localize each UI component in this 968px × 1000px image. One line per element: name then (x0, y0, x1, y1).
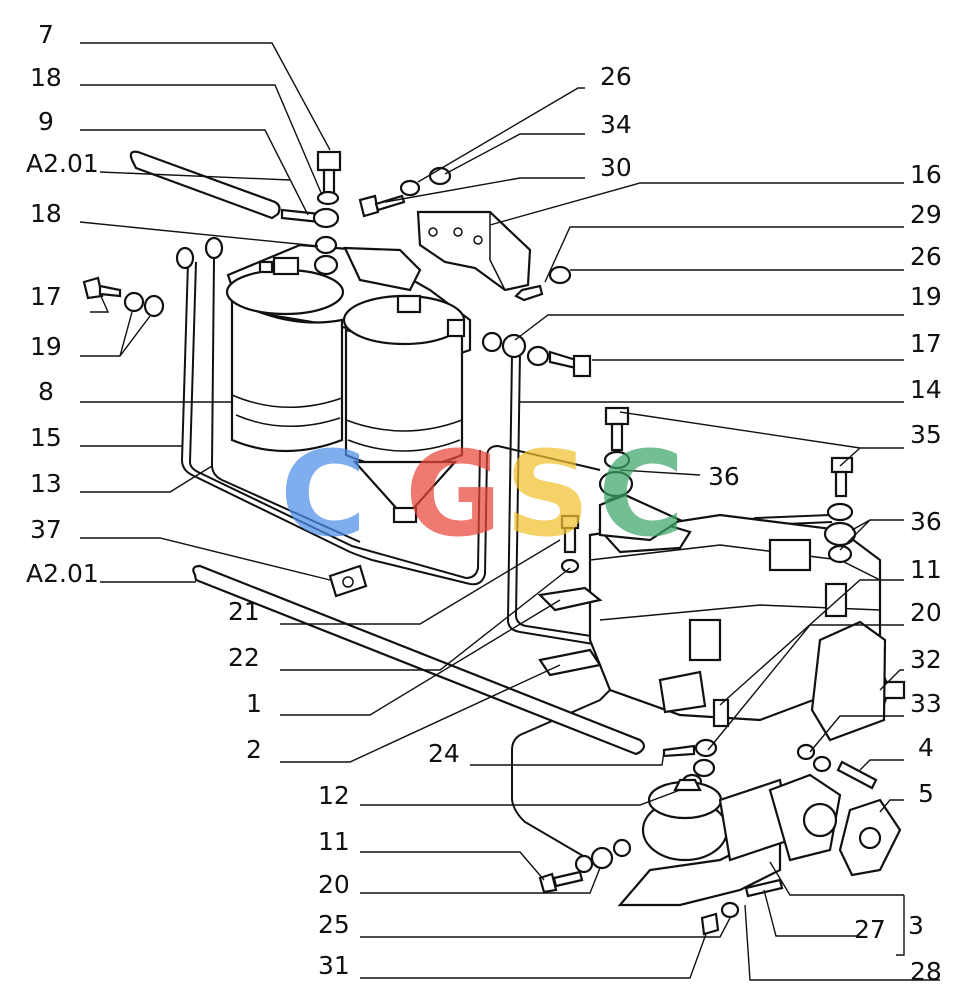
label-2: 2 (246, 735, 262, 764)
label-25: 25 (318, 910, 350, 939)
label-31: 31 (318, 951, 350, 980)
label-5: 5 (918, 779, 934, 808)
label-18-lower: 18 (30, 199, 62, 228)
label-1: 1 (246, 689, 262, 718)
label-24: 24 (428, 739, 460, 768)
label-36-center: 36 (708, 462, 740, 491)
label-16: 16 (910, 160, 942, 189)
label-26-right: 26 (910, 242, 942, 271)
label-9: 9 (38, 107, 54, 136)
label-28: 28 (910, 957, 942, 986)
label-20-left: 20 (318, 870, 350, 899)
label-37: 37 (30, 515, 62, 544)
return-hose-lower (192, 564, 646, 756)
pump-fittings (537, 406, 878, 791)
label-32: 32 (910, 645, 942, 674)
label-4: 4 (918, 733, 934, 762)
label-27: 27 (854, 915, 886, 944)
mounting-bracket (416, 210, 532, 292)
label-20-right: 20 (910, 598, 942, 627)
label-18-upper: 18 (30, 63, 62, 92)
label-12: 12 (318, 781, 350, 810)
label-22: 22 (228, 643, 260, 672)
label-8: 8 (38, 377, 54, 406)
label-29: 29 (910, 200, 942, 229)
label-34: 34 (600, 110, 632, 139)
label-3: 3 (908, 911, 924, 940)
label-14: 14 (910, 375, 942, 404)
feed-pump (538, 773, 902, 936)
part-labels: 7 18 9 A2.01 18 17 19 8 15 13 37 A2.01 2… (26, 20, 942, 986)
watermark: C G S C (280, 425, 685, 563)
watermark-letter-c1: C (280, 425, 367, 563)
label-a201-lower: A2.01 (26, 559, 99, 588)
label-17-right: 17 (910, 329, 942, 358)
label-19-right: 19 (910, 282, 942, 311)
return-hose-top (129, 150, 281, 220)
label-15: 15 (30, 423, 62, 452)
label-13: 13 (30, 469, 62, 498)
watermark-letter-g: G (405, 425, 502, 563)
leader-lines (79, 42, 940, 981)
label-a201-upper: A2.01 (26, 149, 99, 178)
watermark-letter-s: S (505, 425, 590, 563)
label-17-left: 17 (30, 282, 62, 311)
injection-pump (588, 513, 906, 742)
label-7: 7 (38, 20, 54, 49)
label-35: 35 (910, 420, 942, 449)
spacer-block (328, 564, 368, 598)
label-21: 21 (228, 597, 260, 626)
label-26-upper: 26 (600, 62, 632, 91)
label-19-left: 19 (30, 332, 62, 361)
label-33: 33 (910, 689, 942, 718)
label-11-right: 11 (910, 555, 942, 584)
fuel-filter-assembly (225, 243, 472, 524)
watermark-letter-c2: C (598, 425, 685, 563)
label-11-left: 11 (318, 827, 350, 856)
label-36-right: 36 (910, 507, 942, 536)
label-30: 30 (600, 153, 632, 182)
